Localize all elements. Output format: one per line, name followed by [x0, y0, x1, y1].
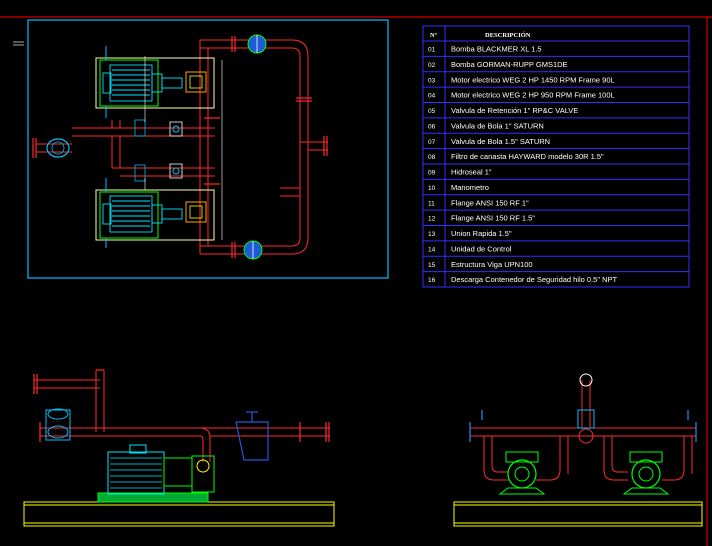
table-row-num: 08 [428, 154, 436, 161]
table-row-desc: Descarga Contenedor de Seguridad hilo 0.… [451, 275, 618, 284]
table-row-num: 15 [428, 262, 436, 269]
table-row-desc: Motor electrico WEG 2 HP 950 RPM Frame 1… [451, 91, 615, 100]
table-row-desc: Motor electrico WEG 2 HP 1450 RPM Frame … [451, 75, 615, 84]
elevation-motor [107, 444, 215, 495]
elevation-flanges [33, 369, 330, 442]
table-row-num: 06 [428, 123, 436, 130]
table-row-desc: Union Rapida 1.5" [451, 229, 512, 238]
table-row-num: 02 [428, 62, 436, 69]
plan-flanges [32, 36, 328, 258]
table-row-desc: Flange ANSI 150 RF 1.5" [451, 214, 535, 223]
table-row-desc: Manometro [451, 183, 489, 192]
table-row-desc: Valvula de Retención 1" RP&C VALVE [451, 106, 578, 115]
table-row-desc: Unidad de Control [451, 244, 512, 253]
table-row-num: 14 [428, 246, 436, 253]
plan-structure [144, 56, 223, 240]
table-header-desc: DESCRIPCIÓN [485, 31, 531, 39]
parts-table: Nº DESCRIPCIÓN 01 Bomba BLACKMER XL 1.5 02… [422, 25, 690, 288]
table-row-desc: Valvula de Bola 1" SATURN [451, 121, 544, 130]
table-row-num: 05 [428, 108, 436, 115]
table-row-num: 04 [428, 93, 436, 100]
side-valve-top [577, 373, 595, 444]
table-row-desc: Bomba GORMAN-RUPP GMS1DE [451, 60, 568, 69]
table-row-desc: Flange ANSI 150 RF 1" [451, 198, 529, 207]
side-flanges [469, 410, 697, 442]
table-row-num: 01 [428, 47, 436, 54]
elevation-filter [235, 411, 269, 461]
elevation-valve-left [45, 408, 71, 441]
drawing-frame [0, 16, 712, 546]
table-row-num: 10 [428, 185, 436, 192]
elevation-base [23, 492, 335, 527]
side-pipes [470, 380, 696, 481]
table-row-desc: Bomba BLACKMER XL 1.5 [451, 45, 542, 54]
plan-pump-motor-upper [95, 46, 215, 118]
table-row-desc: Filtro de canasta HAYWARD modelo 30R 1.5… [451, 152, 604, 161]
plan-pipes [36, 39, 328, 255]
table-row-num: 16 [428, 277, 436, 284]
plan-valves [46, 34, 267, 260]
table-row-num: 13 [428, 231, 436, 238]
table-row-num: 03 [428, 77, 436, 84]
elevation-view [23, 369, 335, 527]
table-row-desc: Estructura Viga UPN100 [451, 260, 533, 269]
table-row-num: 07 [428, 139, 436, 146]
plan-pump-motor-lower [95, 178, 215, 248]
table-row-num: 09 [428, 170, 436, 177]
plan-view-border [27, 19, 389, 279]
table-row-desc: Hidroseal 1" [451, 168, 492, 177]
plan-view [27, 19, 389, 279]
table-header-num: Nº [430, 32, 437, 39]
table-row-desc: Valvula de Bola 1.5" SATURN [451, 137, 550, 146]
elevation-pipes [34, 370, 330, 462]
table-row-num: 11 [428, 200, 435, 207]
table-row-num: 12 [428, 216, 436, 223]
side-view [453, 373, 703, 527]
side-pumps [498, 451, 670, 495]
side-base [453, 501, 703, 527]
